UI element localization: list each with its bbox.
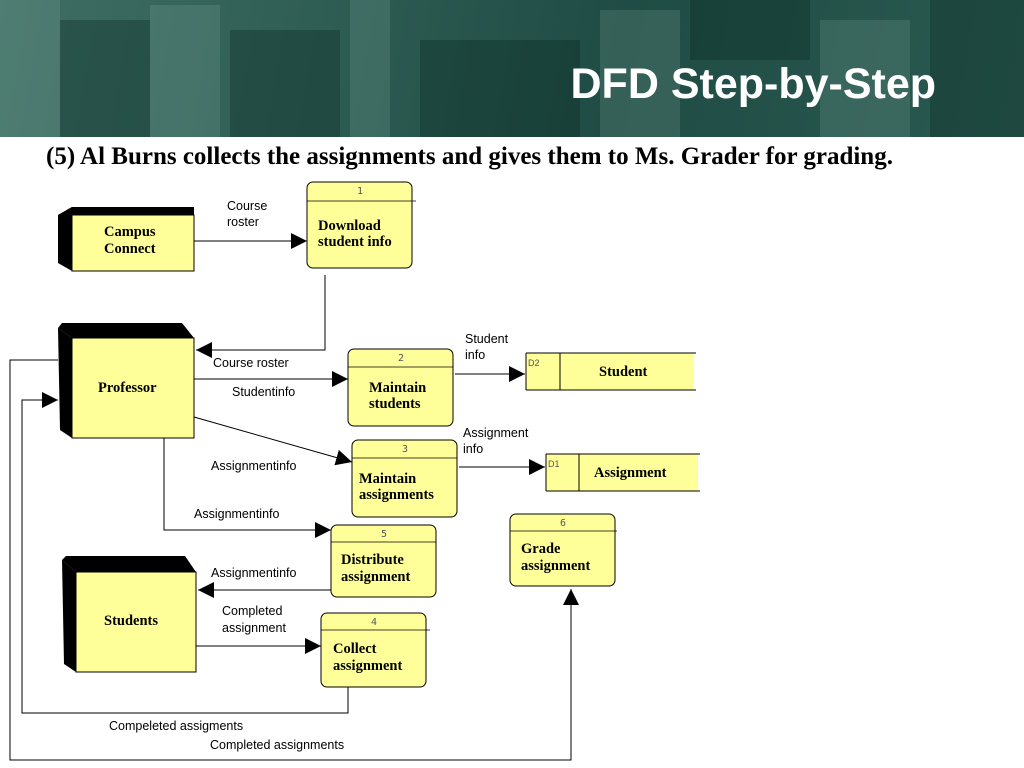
data-store-d2-student: D2 Student [525,352,696,391]
flow-label-completed-assignments: Completed assignments [210,738,344,752]
process-label-2: assignment [521,558,590,574]
flow-label-student-info-2a: Student [465,332,509,346]
flow-label-compeleted-assigments: Compeleted assigments [109,719,243,733]
students-label: Students [104,613,158,629]
slide-header-banner: DFD Step-by-Step [0,0,1024,137]
process-number: 2 [398,353,404,364]
flow-label-student-info-2b: info [465,348,485,362]
process-number: 5 [381,529,387,540]
flow-label-course-roster-1a: Course [227,199,267,213]
process-label-2: students [369,396,421,412]
professor-label: Professor [98,380,157,396]
flow-arrow-assignment-info-3 [163,438,331,538]
flow-label-assignment-info-1: Assignmentinfo [211,459,297,473]
store-id: D1 [548,459,560,469]
process-6-grade-assignment: 6 Grade assignment [509,513,617,587]
bullet-text: (5) Al Burns collects the assignments an… [46,143,893,170]
flow-label-completed-assignment-b: assignment [222,621,286,635]
process-1-download-student-info: 1 Download student info [306,181,416,269]
process-label-2: assignments [359,487,434,503]
store-id: D2 [528,358,540,368]
process-label-1: Grade [521,541,561,557]
flow-label-completed-assignment-a: Completed [222,604,282,618]
flow-label-assignment-info-3: Assignmentinfo [194,507,280,521]
campus-label-2: Connect [104,241,156,257]
flow-label-assignment-info-2b: info [463,442,483,456]
store-name: Assignment [594,465,667,481]
process-label-2: assignment [333,658,402,674]
process-number: 4 [371,617,377,628]
process-4-collect-assignment: 4 Collect assignment [320,612,430,688]
process-2-maintain-students: 2 Maintain students [347,348,454,427]
process-3-maintain-assignments: 3 Maintain assignments [351,439,458,518]
flow-arrow-course-roster-2 [196,275,326,358]
flow-arrow-assignment-info-1 [193,416,353,466]
entity-professor: Professor [58,323,195,439]
flow-arrow-completed-assignments [9,359,579,761]
flow-label-assignment-info-2a: Assignment [463,426,529,440]
process-label-2: assignment [341,569,410,585]
flow-label-student-info-1: Studentinfo [232,385,295,399]
process-label-1: Maintain [359,471,416,487]
process-label-2: student info [318,234,392,250]
store-name: Student [599,364,648,380]
slide-title: DFD Step-by-Step [570,60,937,108]
process-number: 6 [560,518,566,529]
process-label-1: Distribute [341,552,404,568]
process-5-distribute-assignment: 5 Distribute assignment [330,524,437,598]
campus-label-1: Campus [104,224,156,240]
process-label-1: Download [318,218,381,234]
flow-label-course-roster-2: Course roster [213,356,289,370]
process-label-1: Maintain [369,380,426,396]
process-number: 1 [357,186,363,197]
flow-label-assignment-info-4: Assignmentinfo [211,566,297,580]
process-label-1: Collect [333,641,377,657]
flow-label-course-roster-1b: roster [227,215,259,229]
data-store-d1-assignment: D1 Assignment [545,453,700,492]
entity-students: Students [62,556,197,673]
entity-campus-connect: Campus Connect [58,207,195,272]
process-number: 3 [402,444,408,455]
flow-arrow-compeleted-assigments [21,392,349,714]
